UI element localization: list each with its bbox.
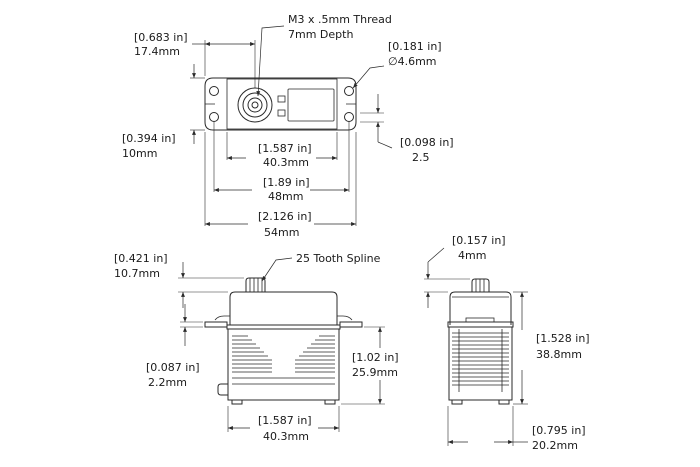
mount-hole — [209, 112, 219, 122]
mount-offset-inch: [0.683 in] — [134, 31, 188, 44]
ear-offset-mm: 2.5 — [412, 151, 430, 164]
hole-spacing-mm: 48mm — [268, 190, 303, 203]
spline-callout: 25 Tooth Spline — [296, 252, 381, 265]
end-view-body — [447, 278, 514, 405]
top-view-body — [204, 77, 357, 131]
cooling-fins-right — [295, 335, 335, 373]
cooling-fins-left — [232, 335, 272, 373]
mount-offset-mm: 17.4mm — [134, 45, 180, 58]
ear-height-inch: [0.394 in] — [122, 132, 176, 145]
side-view-body — [204, 277, 363, 405]
overall-length-mm: 54mm — [264, 226, 299, 239]
mount-hole — [209, 86, 219, 96]
lower-height-mm: 25.9mm — [352, 366, 398, 379]
end-spline — [471, 278, 490, 292]
overall-length-inch: [2.126 in] — [258, 210, 312, 223]
wire-exit — [217, 383, 228, 396]
ear-offset-inch: [0.098 in] — [400, 136, 454, 149]
spline-height-inch: [0.421 in] — [114, 252, 168, 265]
side-body-length-inch: [1.587 in] — [258, 414, 312, 427]
top-body-length-inch: [1.587 in] — [258, 142, 312, 155]
flange-thickness-mm: 2.2mm — [148, 376, 187, 389]
flange-thickness-inch: [0.087 in] — [146, 361, 200, 374]
mount-hole — [344, 86, 354, 96]
end-body-width-inch: [0.795 in] — [532, 424, 586, 437]
ear-height-mm: 10mm — [122, 147, 157, 160]
spline-leader — [261, 257, 293, 282]
end-spline-height-mm: 4mm — [458, 249, 486, 262]
side-view: 25 Tooth Spline [0.421 in] 10.7mm [0.087… — [114, 252, 399, 443]
end-view: [0.157 in] 4mm [1.528 in] 38.8mm [0.795 … — [424, 234, 590, 452]
end-spline-height-inch: [0.157 in] — [452, 234, 506, 247]
end-body-height-inch: [1.528 in] — [536, 332, 590, 345]
thread-leader — [256, 25, 285, 97]
side-body-length-mm: 40.3mm — [263, 430, 309, 443]
hole-diameter-mm: ∅4.6mm — [388, 55, 437, 68]
top-view: M3 x .5mm Thread 7mm Depth [0.683 in] 17… — [122, 13, 454, 239]
end-body-height-mm: 38.8mm — [536, 348, 582, 361]
end-body-width-mm: 20.2mm — [532, 439, 578, 452]
hole-diameter-inch: [0.181 in] — [388, 40, 442, 53]
end-cooling-fins — [452, 329, 509, 392]
mount-hole — [344, 112, 354, 122]
hole-leader — [352, 65, 385, 89]
depth-callout: 7mm Depth — [288, 28, 353, 41]
lower-height-inch: [1.02 in] — [352, 351, 399, 364]
spline-height-mm: 10.7mm — [114, 267, 160, 280]
output-screw-hole — [251, 101, 259, 109]
hole-spacing-inch: [1.89 in] — [263, 176, 310, 189]
thread-callout: M3 x .5mm Thread — [288, 13, 392, 26]
top-body-length-mm: 40.3mm — [263, 156, 309, 169]
